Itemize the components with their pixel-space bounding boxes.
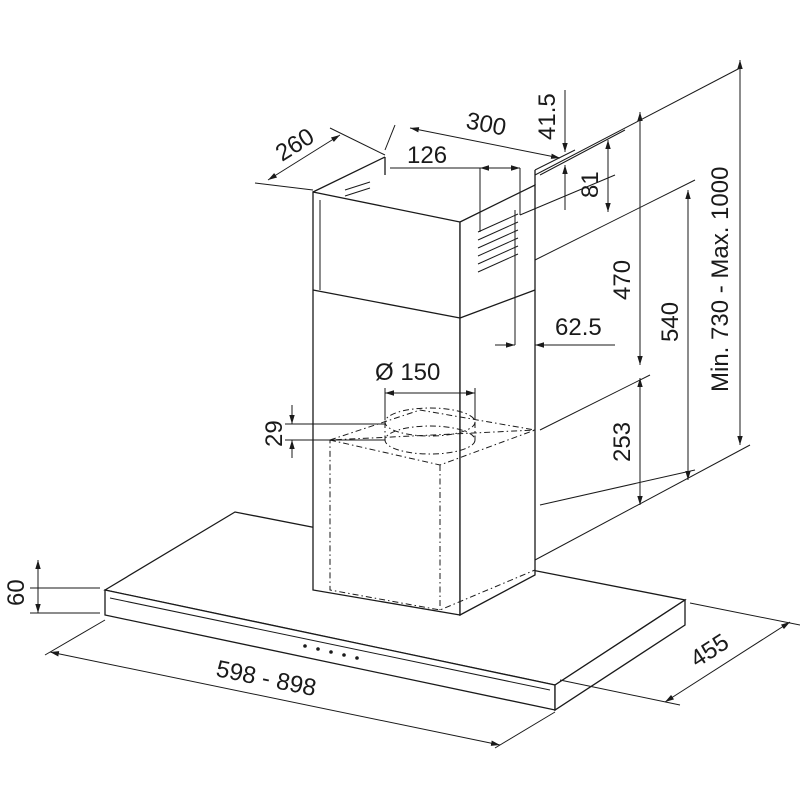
label-top-offset: 41.5 (534, 93, 561, 140)
label-height-range: Min. 730 - Max. 1000 (707, 167, 734, 392)
dimension-lines (30, 60, 800, 749)
label-vent-offset: 81 (577, 171, 604, 198)
label-side-offset: 62.5 (555, 314, 602, 341)
label-collar-height: 29 (261, 420, 288, 447)
label-lower-chimney: 253 (609, 422, 636, 462)
label-canopy-width: 598 - 898 (214, 655, 319, 702)
label-chimney-total: 540 (657, 302, 684, 342)
label-vent-width: 126 (407, 142, 447, 169)
label-canopy-thickness: 60 (3, 579, 30, 606)
label-chimney-depth: 260 (271, 123, 319, 167)
label-upper-chimney: 470 (609, 260, 636, 300)
label-chimney-width: 300 (464, 107, 508, 141)
label-duct-diameter: Ø 150 (375, 359, 440, 386)
chimney (312, 156, 536, 617)
label-canopy-depth: 455 (686, 629, 734, 673)
vent-slots (344, 181, 519, 273)
